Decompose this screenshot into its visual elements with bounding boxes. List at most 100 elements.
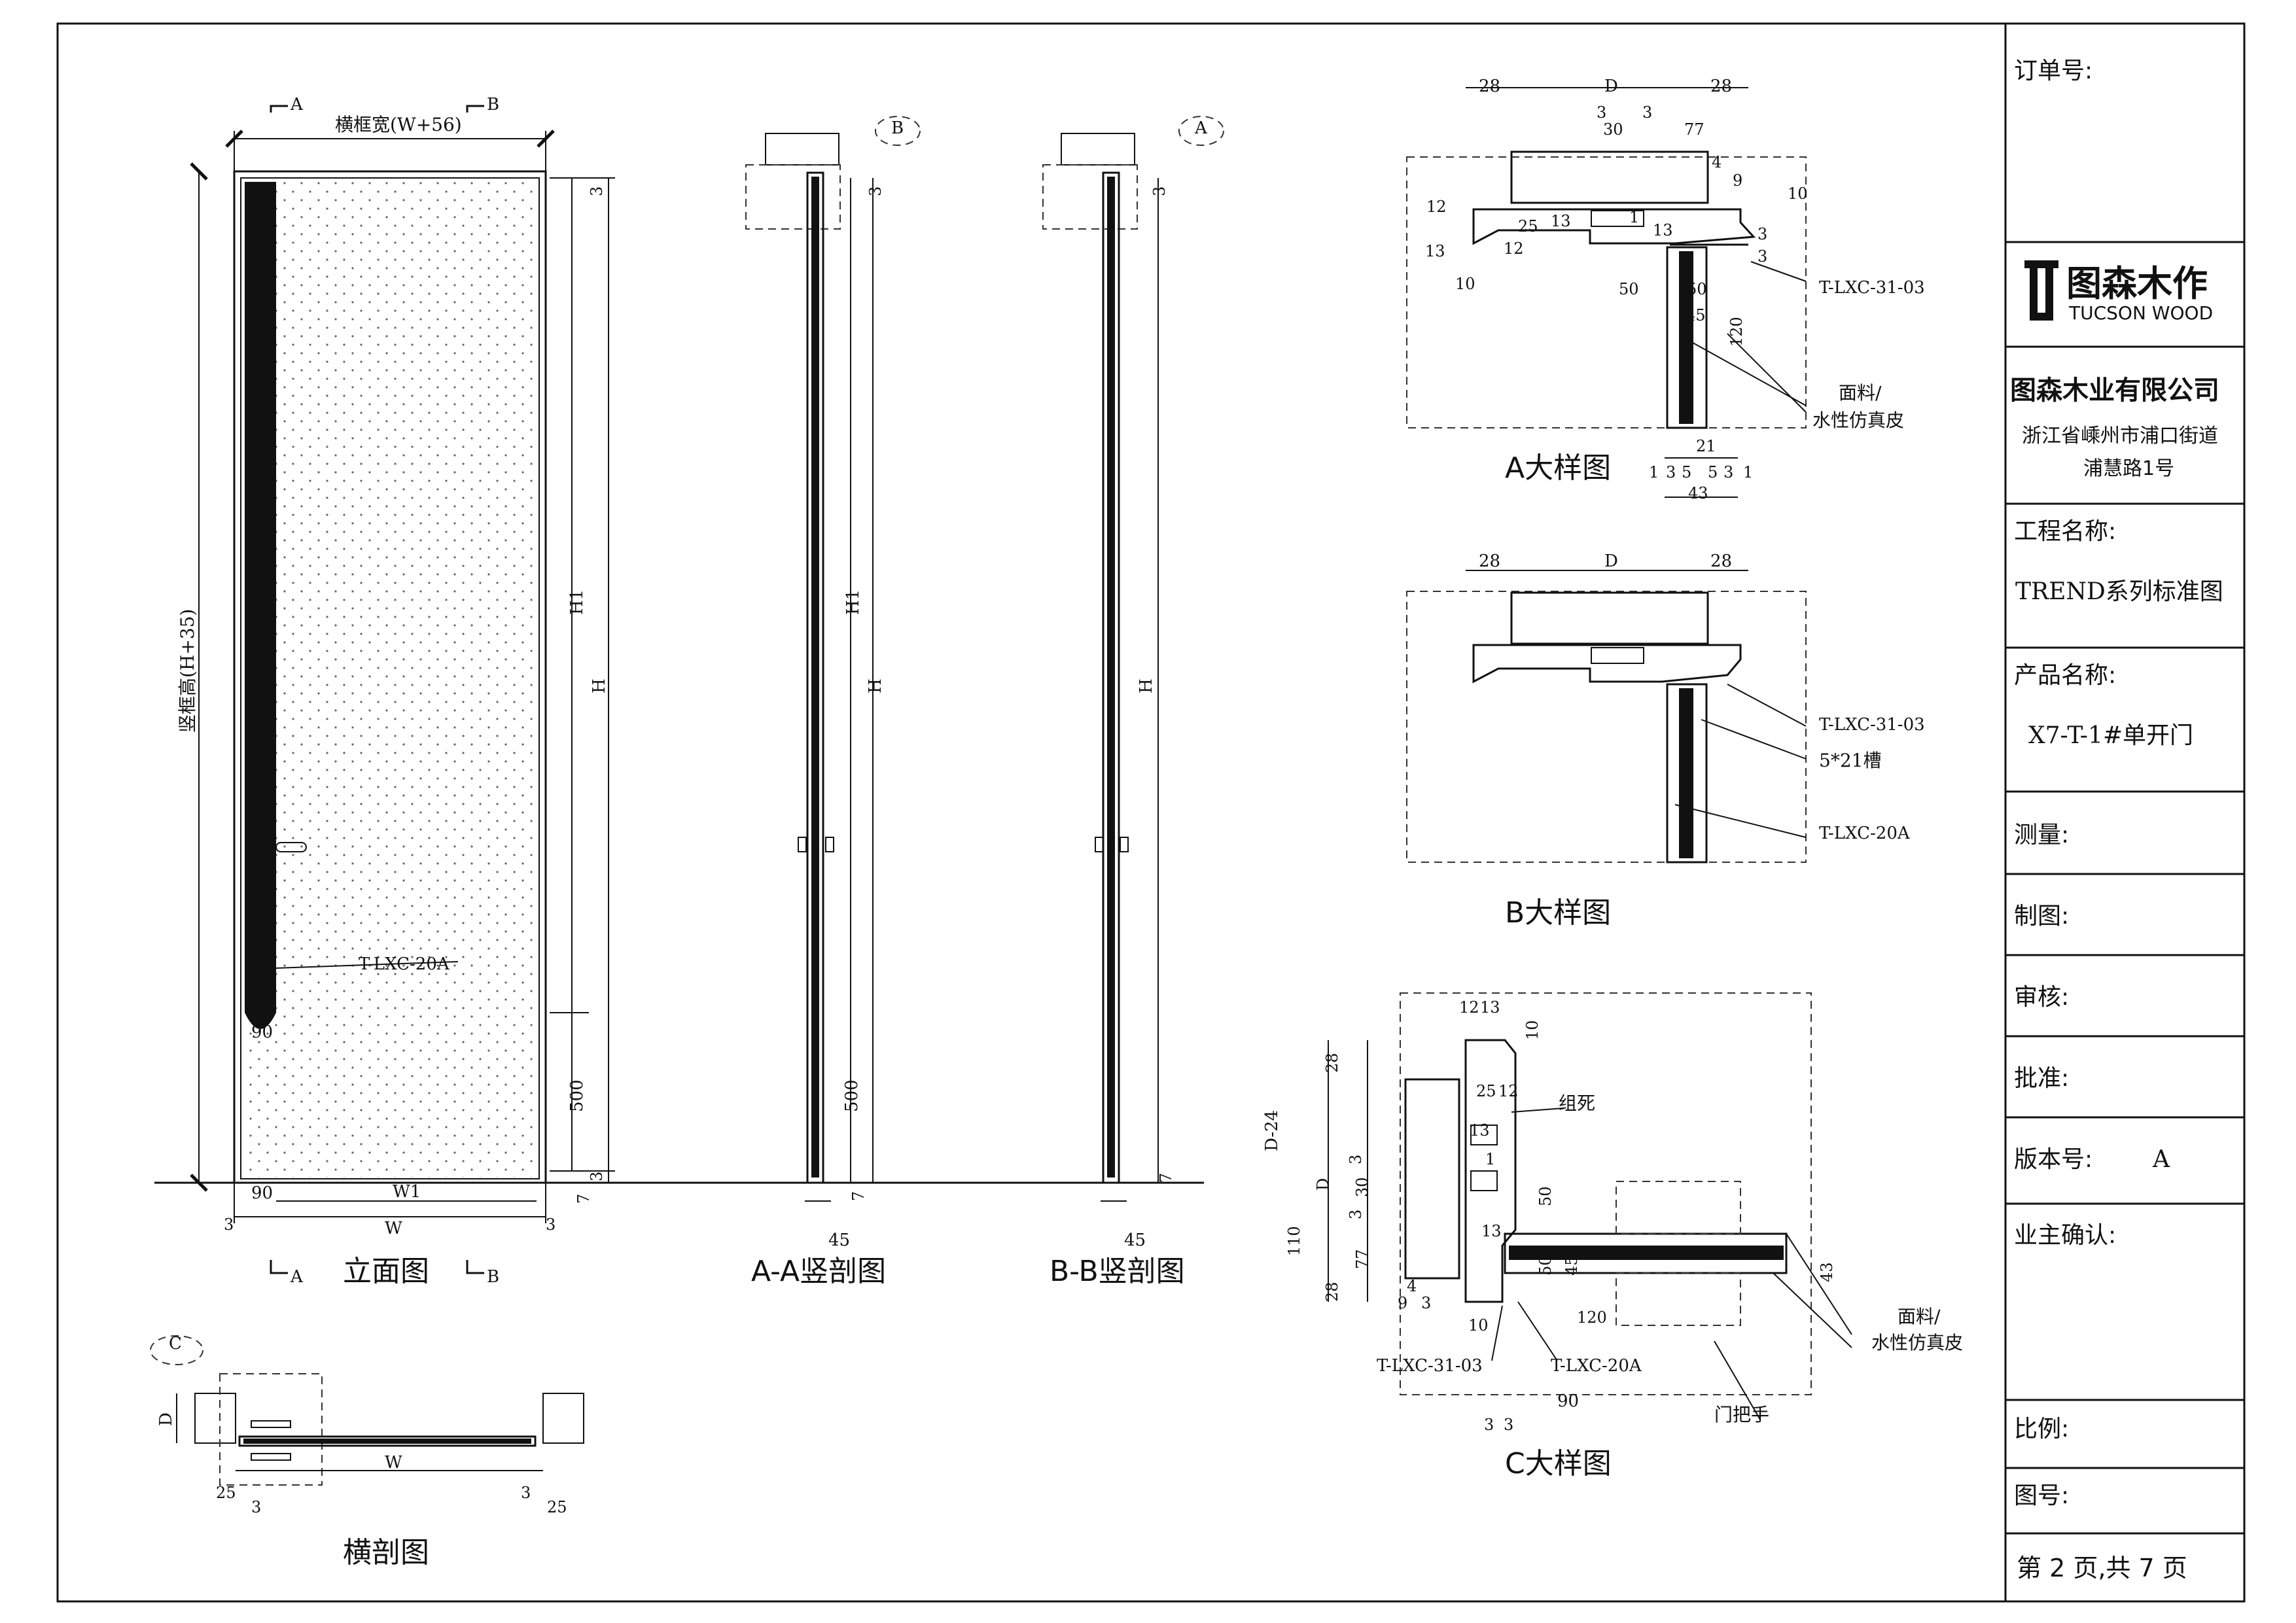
door-leaf-outline xyxy=(240,177,540,1179)
title-section-aa: A-A竖剖图 xyxy=(751,1255,886,1288)
sheet-border xyxy=(56,22,2246,1603)
dim-w: W xyxy=(385,1219,402,1238)
title-horizontal: 横剖图 xyxy=(343,1536,429,1569)
dim-a-120: 120 xyxy=(1727,317,1746,347)
dim-c-12: 12 xyxy=(1459,998,1479,1017)
title-detail-c: C大样图 xyxy=(1505,1447,1612,1480)
dim-c-3e: 3 xyxy=(1504,1416,1513,1434)
dim-a-12: 12 xyxy=(1426,198,1447,216)
dim-aa-45: 45 xyxy=(828,1230,850,1250)
order-label: 订单号: xyxy=(2014,58,2093,84)
door-handle-icon xyxy=(275,842,307,852)
product-label: 产品名称: xyxy=(2014,662,2116,689)
dim-3-right: 3 xyxy=(546,1215,556,1234)
dim-c-30: 30 xyxy=(1353,1177,1371,1197)
dim-a-10: 10 xyxy=(1788,184,1808,203)
dim-a-50b: 50 xyxy=(1687,280,1707,298)
dim-a-4: 4 xyxy=(1712,153,1722,171)
dim-c-4: 4 xyxy=(1407,1277,1417,1295)
dim-a-1: 1 xyxy=(1629,208,1639,226)
dim-a-3d: 3 xyxy=(1757,247,1767,266)
handle-strip-end xyxy=(245,1013,276,1029)
dim-c-12b: 12 xyxy=(1498,1082,1519,1100)
wall-board-b xyxy=(1510,591,1709,645)
dim-90-bottom: 90 xyxy=(251,1183,273,1203)
door-edge-a xyxy=(1666,246,1708,429)
dim-a-25: 25 xyxy=(1518,217,1538,236)
dim-c-d-24: D-24 xyxy=(1262,1110,1282,1151)
section-mark-a-bottom: A xyxy=(290,1267,304,1287)
page-indicator: 第 2 页,共 7 页 xyxy=(2017,1554,2187,1582)
dim-a-3f: 3 xyxy=(1723,463,1733,481)
door-edge-b xyxy=(1666,683,1708,864)
section-mark-b-bottom: B xyxy=(487,1267,499,1287)
dim-bb-h: H xyxy=(1137,678,1156,693)
callout-leader-handle xyxy=(274,961,459,969)
dim-3-bottom: 3 xyxy=(588,1172,606,1181)
dim-500: 500 xyxy=(567,1079,587,1112)
project-label: 工程名称: xyxy=(2014,518,2116,545)
detail-boundary-c-large xyxy=(1400,992,1812,1395)
section-mark-a-top: A xyxy=(290,95,304,114)
callout-c-skin: 面料/ xyxy=(1898,1306,1941,1327)
title-detail-a: A大样图 xyxy=(1505,451,1611,485)
wall-board-c xyxy=(1404,1078,1460,1280)
dim-plan-25-right: 25 xyxy=(547,1498,567,1516)
dim-c-110: 110 xyxy=(1285,1226,1303,1256)
detail-c-view: 12 13 10 28 D-24 25 12 13 1 3 D 30 3 110… xyxy=(1262,992,1963,1480)
callout-c-skin2: 水性仿真皮 xyxy=(1871,1332,1963,1353)
callout-a-skin2: 水性仿真皮 xyxy=(1812,410,1904,431)
dim-3-top: 3 xyxy=(588,186,606,196)
dim-c-10: 10 xyxy=(1523,1020,1542,1040)
dim-a-9: 9 xyxy=(1733,171,1742,190)
dim-c-13: 13 xyxy=(1480,998,1500,1017)
review-label: 审核: xyxy=(2014,984,2069,1011)
callout-b-frame: T-LXC-31-03 xyxy=(1819,715,1925,735)
dim-a-3a: 3 xyxy=(1597,103,1606,122)
dim-7: 7 xyxy=(574,1194,593,1204)
title-elevation: 立面图 xyxy=(343,1255,429,1288)
frame-profile-c xyxy=(1464,1039,1517,1303)
callout-b-handle: T-LXC-20A xyxy=(1819,824,1911,843)
door-leaf-section-bb xyxy=(1102,171,1120,1184)
door-leaf-plan xyxy=(238,1435,537,1447)
dim-c-3c: 3 xyxy=(1421,1294,1431,1312)
dim-aa-h: H xyxy=(866,678,885,693)
dim-b-28-right: 28 xyxy=(1710,551,1732,571)
callout-c-handle-profile: T-LXC-20A xyxy=(1551,1356,1642,1376)
dim-c-13b: 13 xyxy=(1470,1121,1490,1140)
wall-hatch-left xyxy=(194,1393,236,1444)
dim-c-28b: 28 xyxy=(1323,1282,1341,1302)
vertical-handle-strip xyxy=(245,182,276,1013)
dim-a-28-right: 28 xyxy=(1710,77,1732,96)
company-address-1: 浙江省嵊州市浦口街道 xyxy=(2022,425,2218,447)
dim-a-5b: 5 xyxy=(1708,463,1718,481)
dim-90-handle: 90 xyxy=(251,1022,273,1042)
detail-boundary-bb xyxy=(1042,164,1138,230)
dim-plan-3-left: 3 xyxy=(251,1498,261,1516)
dim-a-13: 13 xyxy=(1551,212,1571,230)
dim-a-13c: 13 xyxy=(1425,242,1445,260)
section-mark-b-top: B xyxy=(487,95,499,114)
dim-c-50b: 50 xyxy=(1536,1255,1555,1276)
dim-h1: H1 xyxy=(567,589,587,615)
dim-a-21: 21 xyxy=(1696,437,1716,455)
dim-c-90: 90 xyxy=(1557,1391,1579,1411)
dim-plan-3-right: 3 xyxy=(521,1484,531,1502)
dim-a-28-left: 28 xyxy=(1479,77,1500,96)
company-name: 图森木业有限公司 xyxy=(2010,375,2219,406)
label-frame-height: 竖框高(H+35) xyxy=(177,609,198,733)
dim-c-77: 77 xyxy=(1353,1249,1371,1269)
horizontal-section-view: C D W 25 3 3 25 横剖图 xyxy=(150,1334,584,1569)
ref-mark-bb: A xyxy=(1194,118,1208,138)
dim-c-13c: 13 xyxy=(1481,1222,1502,1240)
draw-label: 制图: xyxy=(2014,903,2069,930)
measure-label: 测量: xyxy=(2014,822,2069,848)
dim-aa-7: 7 xyxy=(849,1191,868,1201)
callout-c-frame: T-LXC-31-03 xyxy=(1377,1356,1483,1376)
dim-c-50a: 50 xyxy=(1536,1186,1555,1206)
dim-a-13b: 13 xyxy=(1653,221,1673,239)
dim-bb-7: 7 xyxy=(1157,1173,1175,1183)
dim-a-50a: 50 xyxy=(1619,280,1639,298)
